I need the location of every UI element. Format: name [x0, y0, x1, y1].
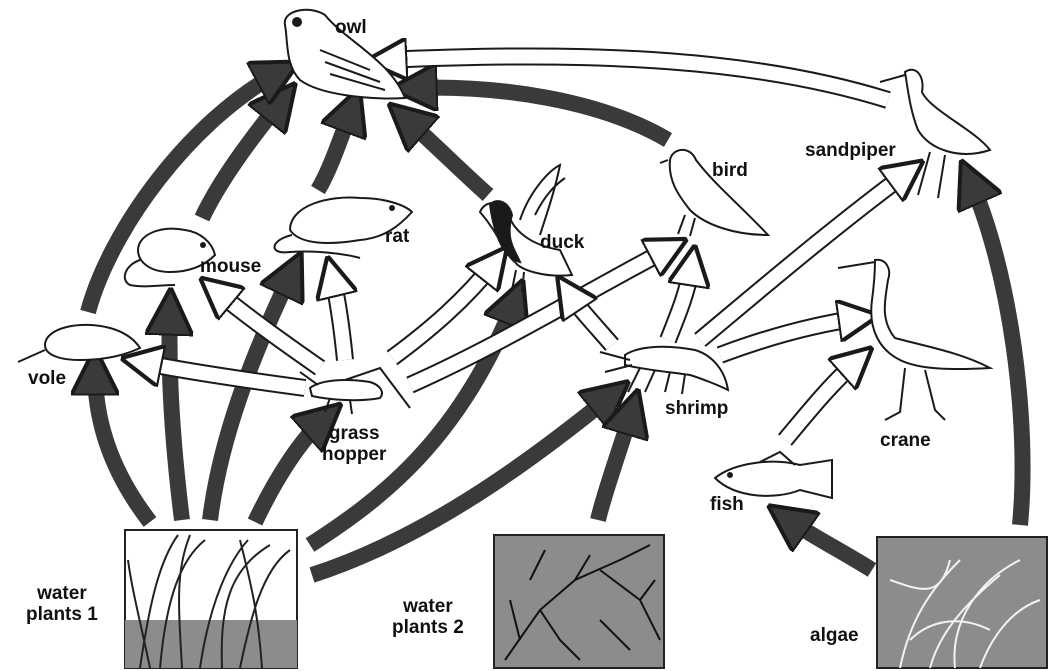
label-water-plants-1-line1: water [26, 583, 98, 604]
label-crane: crane [880, 430, 931, 451]
label-grasshopper-line2: hopper [322, 444, 386, 465]
arrow-algae-fish [786, 518, 872, 570]
arrow-wp1-vole [95, 370, 150, 522]
label-owl: owl [335, 17, 367, 38]
label-water-plants-2-line2: plants 2 [392, 617, 464, 638]
arrow-wp1-grasshopper [255, 418, 325, 522]
label-water-plants-1-line2: plants 1 [26, 604, 98, 625]
grasshopper-figure [300, 368, 410, 414]
label-sandpiper: sandpiper [805, 140, 896, 161]
algae-panel [877, 537, 1047, 668]
label-algae: algae [810, 625, 859, 646]
arrow-fish-crane [785, 360, 858, 440]
arrow-shrimp-bird [668, 264, 692, 340]
arrow-algae-sandpiper [970, 180, 1023, 525]
label-rat: rat [385, 226, 409, 247]
label-fish: fish [710, 494, 744, 515]
water-plants-1-panel [125, 530, 297, 668]
label-mouse: mouse [200, 256, 261, 277]
arrow-wp2-shrimp [598, 410, 632, 520]
arrow-wp1-mouse [170, 310, 183, 520]
label-vole: vole [28, 368, 66, 389]
arrow-grasshopper-mouse [215, 290, 320, 368]
label-grasshopper-line1: grass [322, 423, 386, 444]
label-grasshopper: grass hopper [322, 423, 386, 465]
label-water-plants-2-line1: water [392, 596, 464, 617]
arrow-rat-owl [318, 108, 352, 190]
label-duck: duck [540, 232, 584, 253]
arrow-bird-owl [412, 88, 668, 140]
vole-figure [18, 325, 140, 362]
shrimp-figure [600, 347, 728, 394]
crane-figure [838, 260, 990, 420]
label-water-plants-2: water plants 2 [392, 596, 464, 638]
fish-figure [715, 452, 832, 498]
arrow-duck-owl [405, 118, 488, 195]
water-plants-2-panel [494, 535, 664, 668]
label-shrimp: shrimp [665, 398, 728, 419]
label-bird: bird [712, 160, 748, 181]
label-water-plants-1: water plants 1 [26, 583, 98, 625]
